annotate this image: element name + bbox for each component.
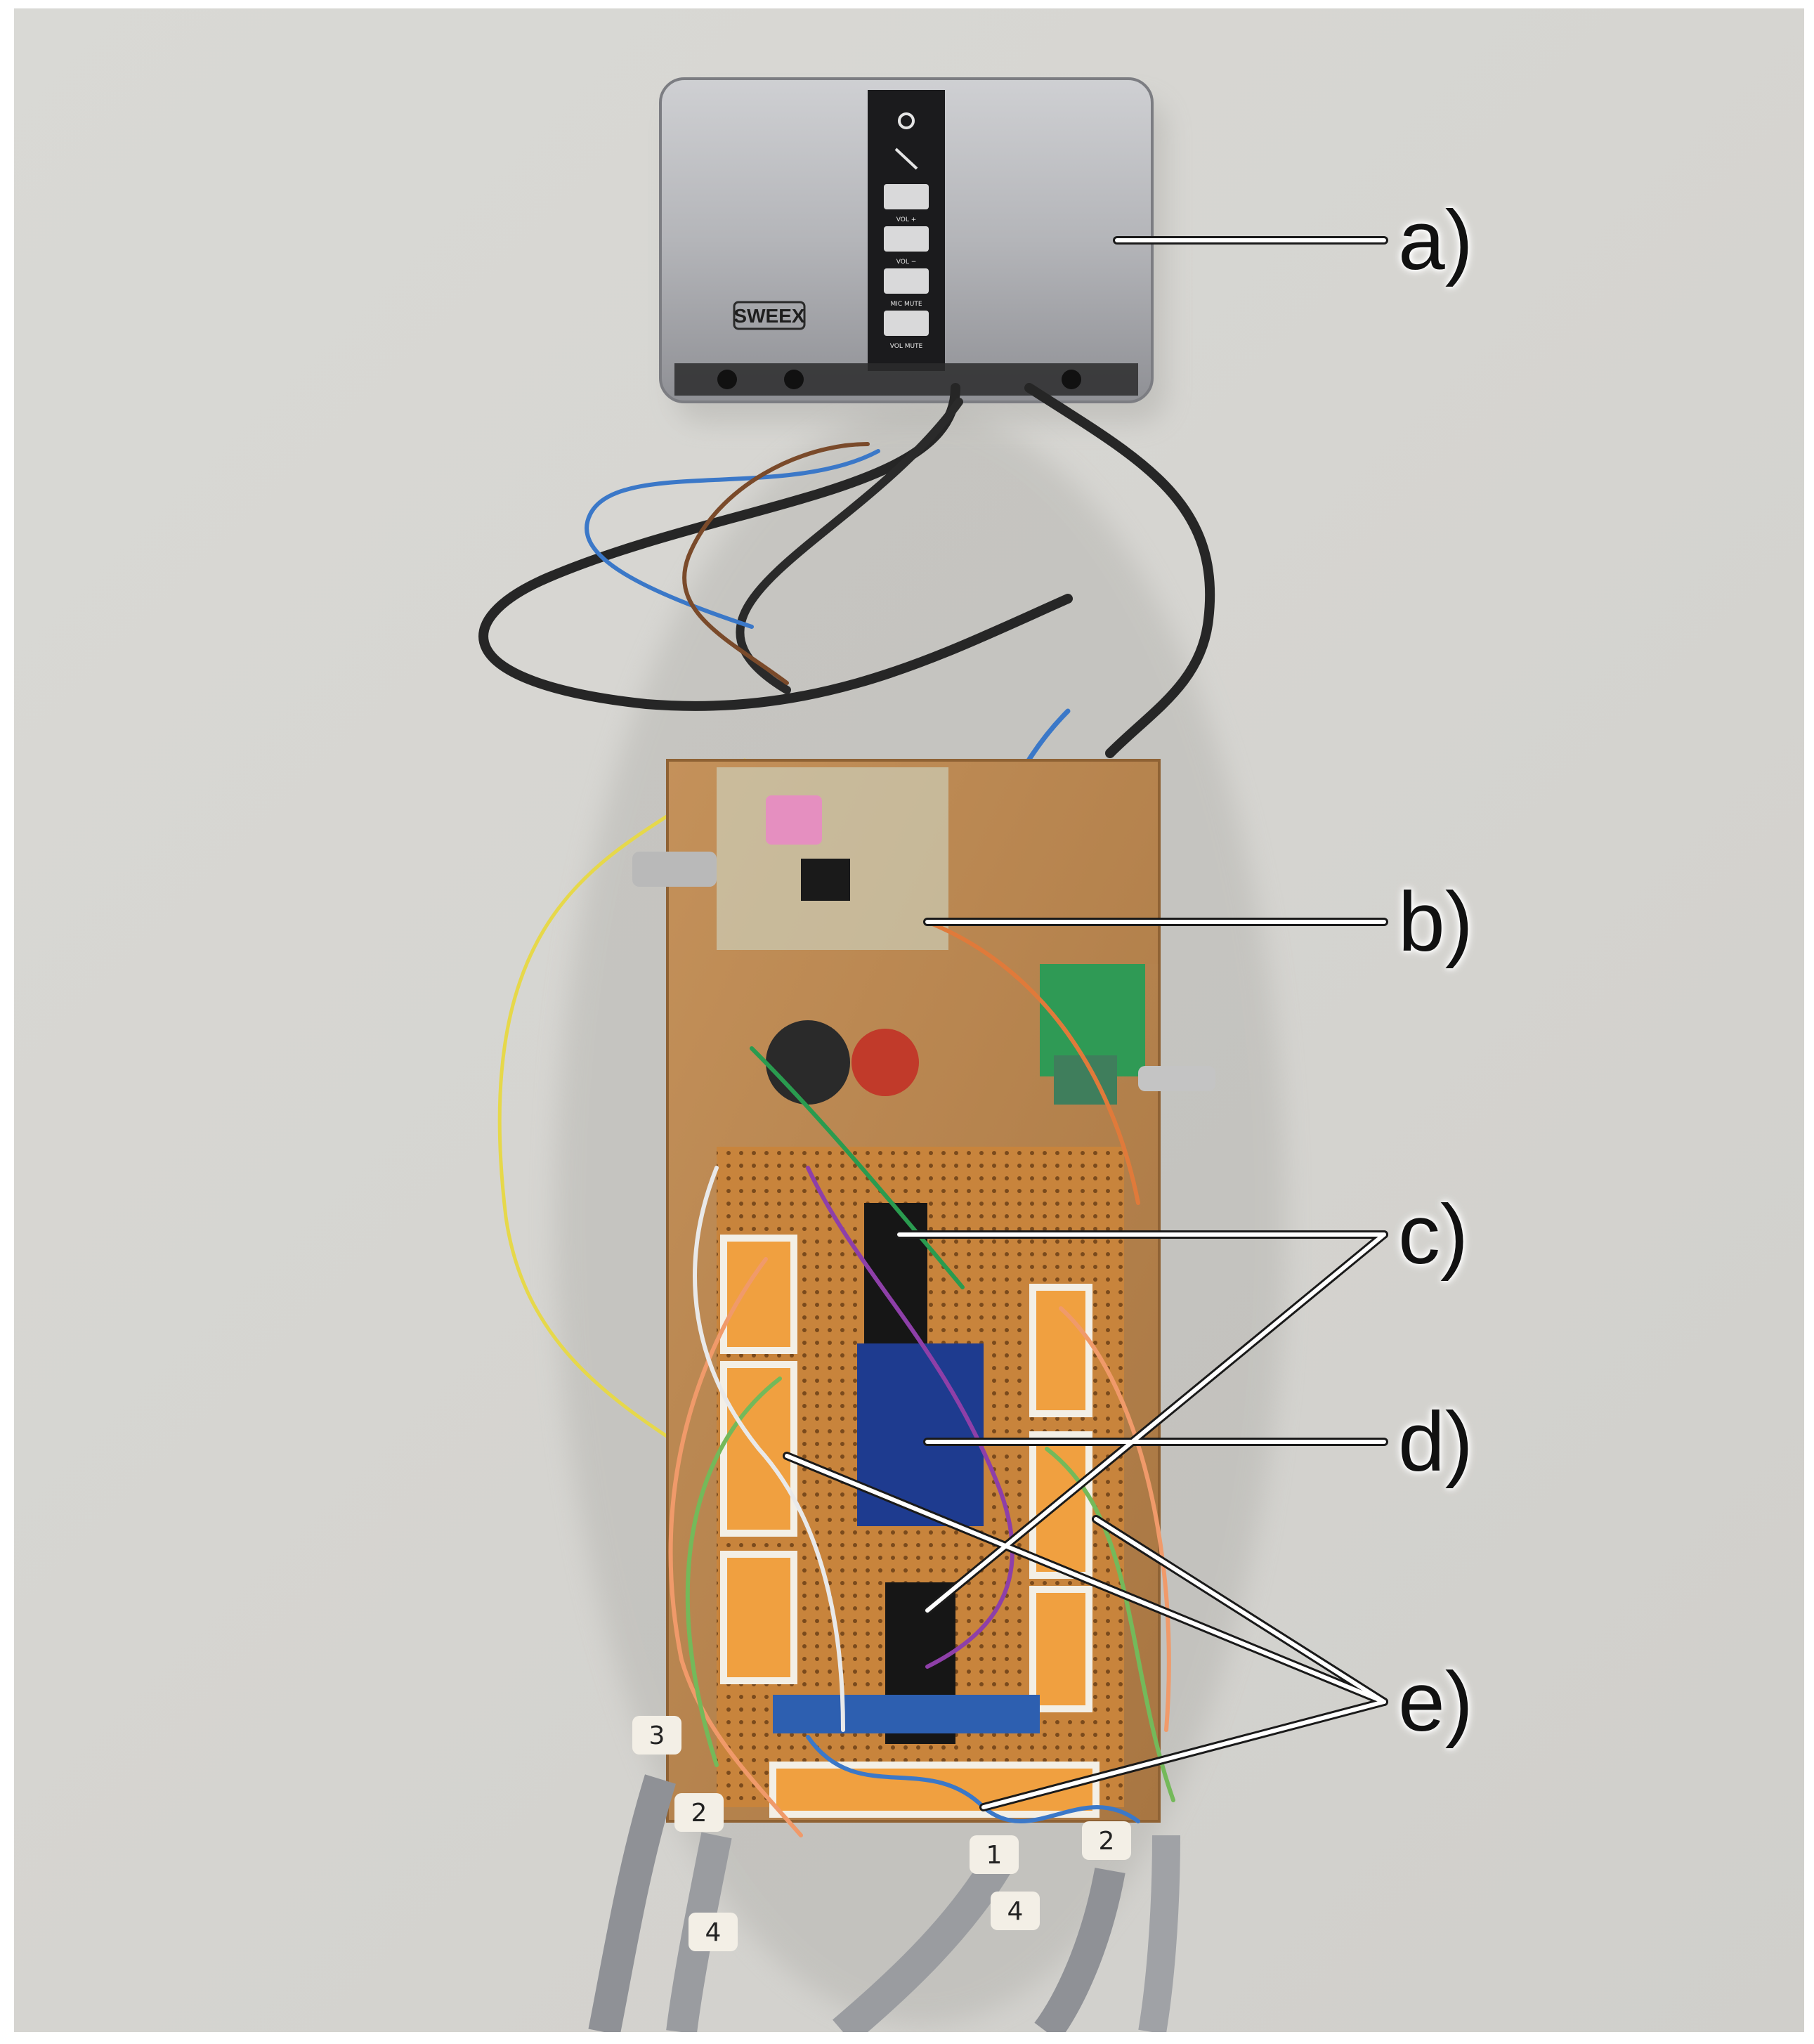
leader-line-e3 (981, 1700, 1386, 1809)
callout-d: d) (1398, 1395, 1473, 1489)
callout-e: e) (1398, 1655, 1473, 1749)
brand-logo: SWEEX (733, 305, 804, 327)
callout-c: c) (1398, 1187, 1468, 1282)
internal-wiring (668, 920, 1175, 1837)
usb-sound-card: VOL + VOL − MIC MUTE VOL MUTE SWEEX (659, 77, 1154, 403)
blue-terminal-strip (773, 1695, 1040, 1733)
button-label-vol-up: VOL + (896, 216, 917, 223)
leader-line-e2 (1094, 1517, 1386, 1704)
callout-b: b) (1398, 875, 1473, 969)
mic-slash-icon (894, 148, 918, 170)
cable-label-5: 2 (1099, 1827, 1115, 1856)
leader-lines (783, 236, 1388, 1811)
photo-figure: VOL + VOL − MIC MUTE VOL MUTE SWEEX (14, 8, 1804, 2032)
button-label-vol-down: VOL − (896, 259, 917, 266)
cable-label-2: 2 (691, 1799, 707, 1828)
cinch-jack-right (851, 1029, 919, 1096)
ic-top (864, 1203, 927, 1343)
button-label-vol-mute: VOL MUTE (890, 343, 923, 350)
preamp-ic (801, 859, 850, 901)
cable-label-3: 4 (705, 1918, 722, 1947)
arduino-board (857, 1343, 984, 1526)
external-cables: 3 2 4 1 2 4 (588, 1716, 1180, 2032)
leader-line-e1 (785, 1454, 1386, 1704)
potentiometer-right (1138, 1066, 1215, 1091)
button-label-mic-mute: MIC MUTE (890, 301, 922, 308)
callout-a: a) (1398, 193, 1473, 287)
leader-line-c2 (925, 1232, 1386, 1613)
photo-illustration: VOL + VOL − MIC MUTE VOL MUTE SWEEX (478, 77, 1388, 2032)
pink-jack (766, 795, 822, 845)
potentiometer-left (632, 852, 717, 887)
brand-logo-box (733, 301, 806, 330)
cinch-jack-left (766, 1020, 850, 1105)
cable-label-1: 3 (649, 1721, 665, 1750)
cable-label-6: 4 (1007, 1897, 1024, 1926)
port-panel (674, 363, 1138, 396)
cable-label-4: 1 (986, 1841, 1003, 1870)
sun-icon (898, 112, 915, 129)
